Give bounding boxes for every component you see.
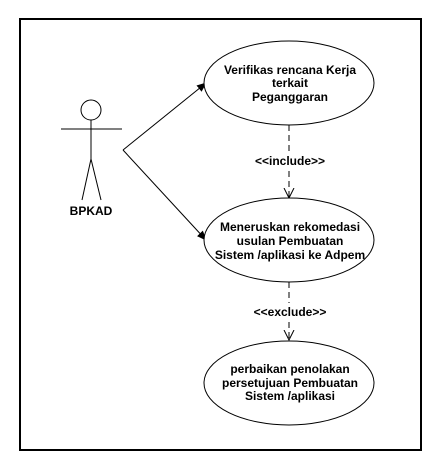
actor-left-leg [81, 158, 92, 201]
exclude-label: <<exclude>> [254, 305, 327, 319]
use-case-meneruskan[interactable]: Meneruskan rekomedasi usulan Pembuatan S… [203, 197, 375, 283]
use-case-verifikasi-line-3: Peganggaran [252, 90, 328, 104]
association-actor-uc2 [122, 149, 207, 241]
use-case-perbaikan-shape [203, 340, 375, 426]
use-case-verifikasi-line-1: Verifikas rencana Kerja [224, 63, 356, 77]
use-case-verifikasi[interactable]: Verifikas rencana Kerja terkait Pegangga… [203, 40, 375, 126]
actor-name: BPKAD [70, 204, 113, 218]
use-case-meneruskan-line-1: Meneruskan rekomedasi [220, 220, 360, 234]
use-case-verifikasi-line-2: terkait [272, 76, 308, 90]
actor-right-leg [90, 158, 102, 201]
use-case-perbaikan-line-3: Sistem /aplikasi [245, 389, 335, 403]
system-boundary [19, 18, 422, 451]
association-actor-uc1 [122, 82, 207, 151]
use-case-perbaikan[interactable]: perbaikan penolakan persetujuan Pembuata… [203, 340, 375, 426]
actor-bpkad[interactable]: BPKAD [61, 99, 122, 218]
use-case-meneruskan-line-2: usulan Pembuatan [237, 234, 344, 248]
use-case-meneruskan-line-3: Sistem /aplikasi ke Adpem [215, 248, 365, 262]
use-case-perbaikan-line-1: perbaikan penolakan [230, 362, 349, 376]
include-label: <<include>> [255, 154, 325, 168]
use-case-perbaikan-line-2: persetujuan Pembuatan [222, 376, 358, 390]
actor-head [80, 99, 102, 121]
